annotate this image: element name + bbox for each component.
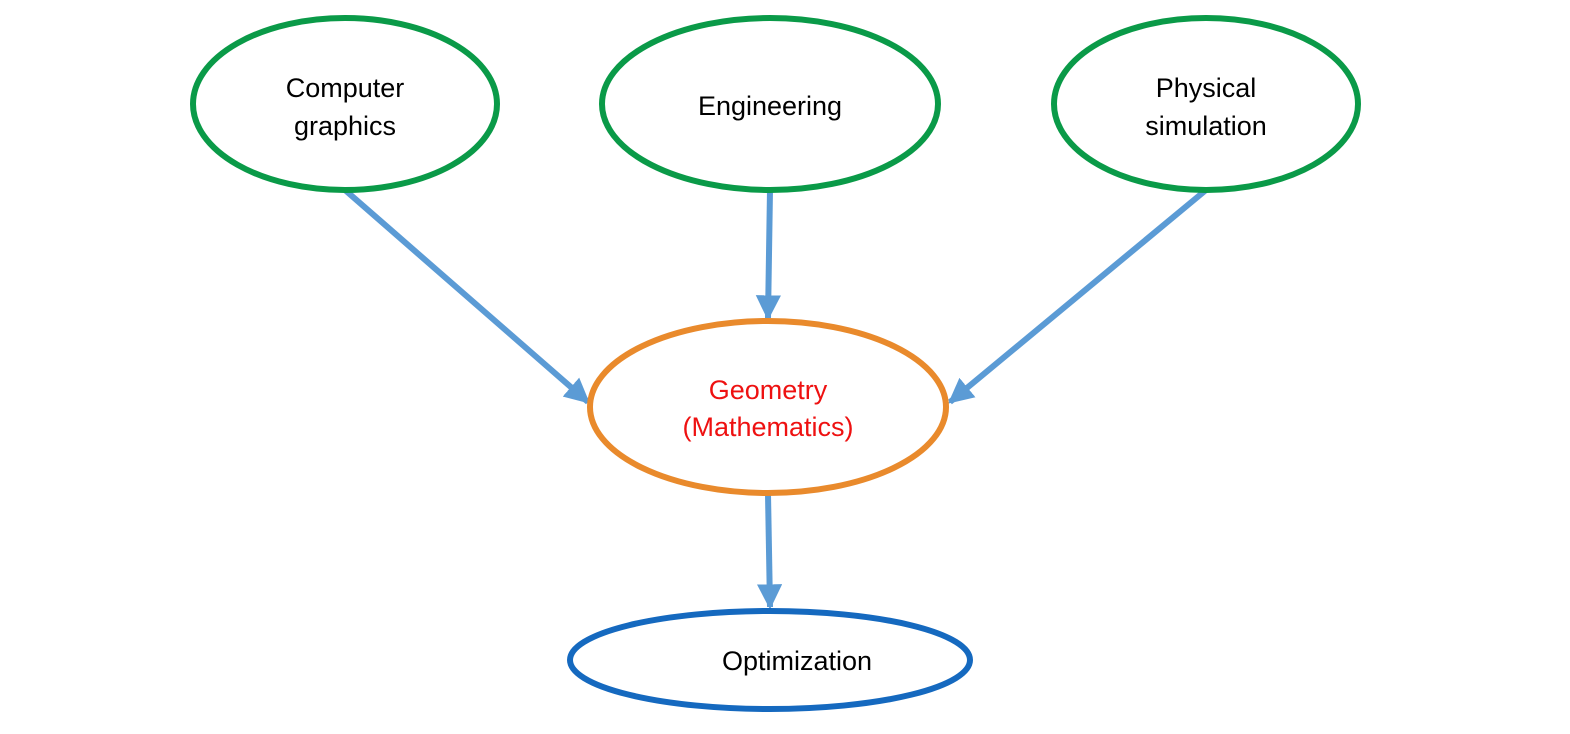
node-physical-simulation-ellipse bbox=[1051, 15, 1361, 193]
node-geometry-label-line1: Geometry bbox=[709, 375, 828, 405]
node-engineering-ellipse bbox=[599, 15, 941, 193]
node-physical-simulation: Physical simulation bbox=[1051, 15, 1361, 193]
arrow-computer-graphics-to-geometry bbox=[343, 187, 590, 405]
node-computer-graphics-label-line1: Computer bbox=[286, 73, 405, 103]
node-optimization-ellipse bbox=[567, 608, 973, 712]
node-engineering-label: Engineering bbox=[698, 91, 842, 121]
node-geometry-label-line2: (Mathematics) bbox=[682, 412, 853, 442]
node-optimization-label: Optimization bbox=[722, 646, 872, 676]
node-geometry-ellipse bbox=[587, 318, 949, 496]
node-computer-graphics-label-line2: graphics bbox=[294, 111, 396, 141]
arrow-physical-simulation-to-geometry bbox=[948, 187, 1208, 405]
arrow-engineering-to-geometry bbox=[755, 189, 781, 321]
node-physical-simulation-label-line1: Physical bbox=[1156, 73, 1257, 103]
node-computer-graphics: Computer graphics bbox=[190, 15, 500, 193]
node-optimization: Optimization bbox=[567, 608, 973, 712]
node-physical-simulation-label-line2: simulation bbox=[1145, 111, 1267, 141]
node-engineering: Engineering bbox=[599, 15, 941, 193]
node-geometry: Geometry (Mathematics) bbox=[587, 318, 949, 496]
arrow-geometry-to-optimization bbox=[757, 493, 783, 610]
node-computer-graphics-ellipse bbox=[190, 15, 500, 193]
